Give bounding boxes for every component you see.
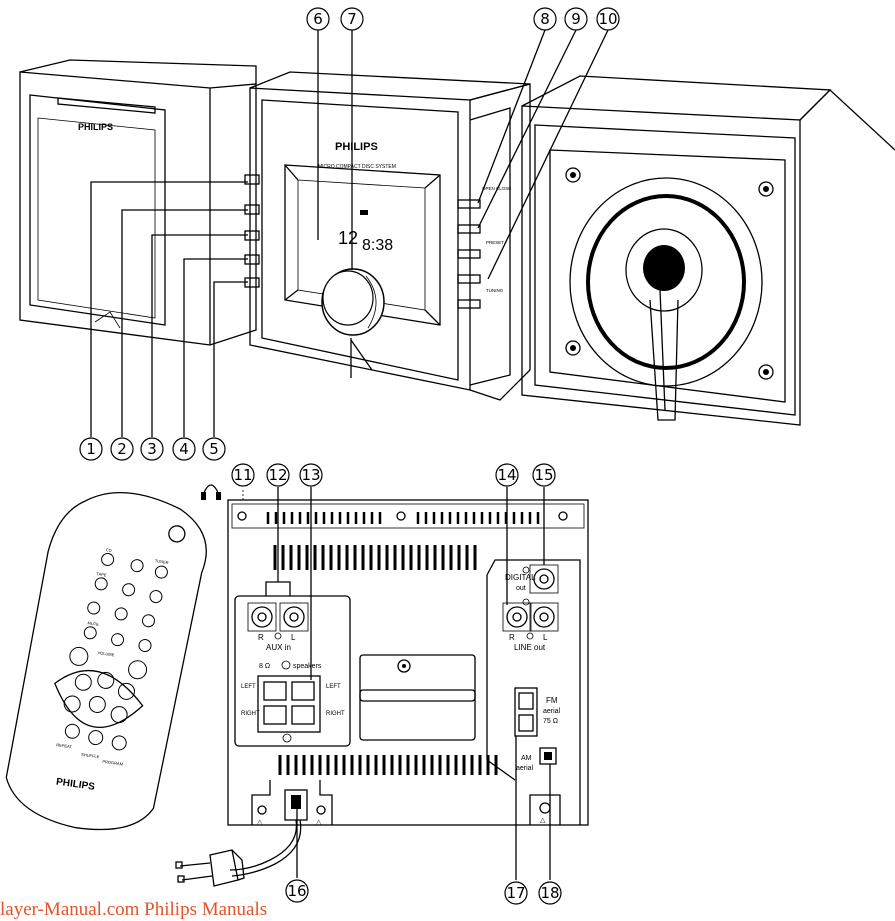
watermark-text: layer-Manual.com Philips Manuals <box>0 899 268 920</box>
remote-key-mute: MUTE <box>87 620 99 627</box>
main-brand: PHILIPS <box>335 141 378 153</box>
speaker-left-label-2: LEFT <box>326 684 341 690</box>
aux-l-label: L <box>291 633 296 642</box>
digital-out-label-2: out <box>516 585 526 592</box>
svg-text:15: 15 <box>534 466 553 484</box>
svg-text:△: △ <box>257 819 263 826</box>
remote-key-program: PROGRAM <box>102 759 123 767</box>
callout-7: 7 <box>340 7 364 31</box>
am-aerial-label: aerial <box>516 765 534 772</box>
callout-14: 14 <box>495 463 519 487</box>
line-r-label: R <box>509 633 515 642</box>
fm-ohm-label: 75 Ω <box>543 718 558 725</box>
callout-16: 16 <box>285 879 309 903</box>
remote-key-repeat: REPEAT <box>56 742 73 749</box>
svg-text:13: 13 <box>301 466 320 484</box>
remote-control: CD TAPE TUNER MUTE VOLUME REPEAT SHUFFLE… <box>5 492 207 831</box>
open-close-label: OPEN CLOSE <box>482 186 511 191</box>
rear-vent-bottom <box>278 755 498 775</box>
speakers-ohm-label: 8 Ω <box>259 663 270 670</box>
speakers-label: speakers <box>293 663 322 670</box>
aux-in-label: AUX in <box>266 643 291 652</box>
remote-key-cd: CD <box>106 547 113 553</box>
system-title: MICRO COMPACT DISC SYSTEM <box>318 164 396 170</box>
svg-text:9: 9 <box>571 10 581 28</box>
svg-text:△: △ <box>316 819 322 826</box>
svg-text:11: 11 <box>233 466 252 484</box>
callout-4: 4 <box>172 437 196 461</box>
fm-label: FM <box>546 696 558 705</box>
left-speaker: PHILIPS <box>19 59 257 346</box>
callout-17: 17 <box>504 881 528 905</box>
rear-leader-lines <box>242 487 551 880</box>
line-l-label: L <box>543 633 548 642</box>
right-side-buttons: OPEN CLOSE PRESET TUNING <box>457 186 511 309</box>
display-digits-right: 8:38 <box>362 237 393 254</box>
power-cord <box>175 789 308 887</box>
aux-in-block: R L AUX in 8 Ω speakers LEFT LEFT RIGHT … <box>234 581 351 747</box>
svg-text:16: 16 <box>287 882 306 900</box>
callout-11: 11 <box>231 463 255 487</box>
fm-aerial-label: aerial <box>543 708 561 715</box>
callout-18: 18 <box>538 881 562 905</box>
svg-text:17: 17 <box>506 884 525 902</box>
callout-6: 6 <box>306 7 330 31</box>
aux-r-label: R <box>258 633 264 642</box>
svg-text:10: 10 <box>598 10 617 28</box>
callout-5: 5 <box>202 437 226 461</box>
callout-2: 2 <box>110 437 134 461</box>
right-speaker <box>521 75 895 426</box>
svg-text:5: 5 <box>209 440 219 458</box>
aerial-block: FM aerial 75 Ω AM aerial <box>514 687 561 772</box>
headphones-icon <box>201 484 221 500</box>
tuning-label: TUNING <box>486 288 504 293</box>
callout-13: 13 <box>299 463 323 487</box>
left-side-buttons <box>244 174 260 288</box>
speaker-left-label: LEFT <box>241 684 256 690</box>
line-out-block: DIGITAL out R L LINE out <box>486 559 581 825</box>
svg-text:8: 8 <box>540 10 550 28</box>
remote-key-tuner: TUNER <box>155 558 169 565</box>
top-leader-lines <box>90 29 609 437</box>
am-label: AM <box>521 755 532 762</box>
callout-9: 9 <box>564 7 588 31</box>
line-out-label: LINE out <box>514 643 546 652</box>
speaker-right-label: RIGHT <box>241 711 260 717</box>
svg-text:7: 7 <box>347 10 357 28</box>
callout-3: 3 <box>140 437 164 461</box>
svg-text:△: △ <box>540 817 546 824</box>
callout-12: 12 <box>266 463 290 487</box>
remote-key-shuffle: SHUFFLE <box>81 752 100 760</box>
callout-8: 8 <box>533 7 557 31</box>
volume-knob <box>321 268 385 336</box>
remote-key-volume: VOLUME <box>97 650 115 657</box>
digital-out-label: DIGITAL <box>505 573 536 582</box>
callout-10: 10 <box>596 7 620 31</box>
rear-vent-top <box>266 512 540 524</box>
svg-text:2: 2 <box>117 440 127 458</box>
main-unit: PHILIPS MICRO COMPACT DISC SYSTEM 12 8:3… <box>244 71 531 401</box>
left-speaker-brand: PHILIPS <box>78 122 113 132</box>
svg-text:1: 1 <box>86 440 96 458</box>
svg-text:4: 4 <box>179 440 189 458</box>
display-digits-left: 12 <box>338 228 358 248</box>
svg-text:3: 3 <box>147 440 157 458</box>
rear-panel: R L AUX in 8 Ω speakers LEFT LEFT RIGHT … <box>175 484 589 887</box>
speaker-right-label-2: RIGHT <box>326 711 345 717</box>
remote-key-tape: TAPE <box>96 571 107 577</box>
svg-text:12: 12 <box>268 466 287 484</box>
callout-15: 15 <box>532 463 556 487</box>
svg-text:14: 14 <box>497 466 516 484</box>
rear-vent-second <box>273 545 477 570</box>
callout-1: 1 <box>79 437 103 461</box>
svg-text:6: 6 <box>313 10 323 28</box>
remote-brand: PHILIPS <box>55 777 95 793</box>
svg-text:18: 18 <box>540 884 559 902</box>
preset-label: PRESET <box>486 240 504 245</box>
